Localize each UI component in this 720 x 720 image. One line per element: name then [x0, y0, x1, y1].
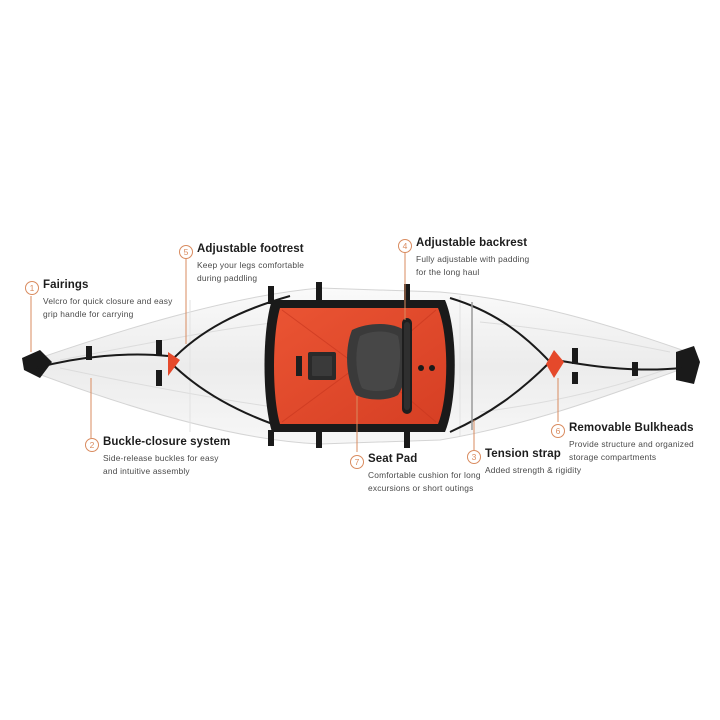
callout-description: Side-release buckles for easy and intuit… [103, 452, 219, 477]
bulkhead-front [168, 352, 180, 376]
description-line: Velcro for quick closure and easy [43, 296, 173, 306]
callout-description: Added strength & rigidity [485, 464, 581, 477]
callout-number: 2 [85, 438, 99, 452]
callout-number: 4 [398, 239, 412, 253]
callout-description: Comfortable cushion for long excursions … [368, 469, 481, 494]
buckle-rear-2 [632, 362, 638, 376]
stern-cap [676, 346, 700, 384]
callout-number: 7 [350, 455, 364, 469]
description-line: excursions or short outings [368, 482, 474, 493]
callout-title: Adjustable footrest [197, 243, 304, 255]
buckle-front-2 [156, 340, 162, 356]
buckle-rear-1 [572, 348, 578, 364]
callout-number: 3 [467, 450, 481, 464]
description-line: Provide structure and organized [569, 439, 694, 449]
description-line: during paddling [197, 272, 258, 283]
callout-description: Provide structure and organized storage … [569, 438, 694, 463]
callout-description: Velcro for quick closure and easy grip h… [43, 295, 173, 320]
leader-lines [30, 250, 559, 452]
description-line: Comfortable cushion for long [368, 470, 481, 480]
callout-number: 1 [25, 281, 39, 295]
callout-description: Fully adjustable with padding for the lo… [416, 253, 529, 278]
callout-title: Seat Pad [368, 453, 418, 465]
description-line: and intuitive assembly [103, 465, 190, 476]
callout-description: Keep your legs comfortable during paddli… [197, 259, 304, 284]
callout-title: Fairings [43, 279, 89, 291]
bow-cap [22, 350, 52, 378]
bulkhead-rear [546, 350, 564, 378]
callout-title: Adjustable backrest [416, 237, 528, 249]
description-line: grip handle for carrying [43, 308, 134, 319]
callout-title: Removable Bulkheads [569, 422, 694, 434]
description-line: Side-release buckles for easy [103, 453, 219, 463]
callout-number: 5 [179, 245, 193, 259]
description-line: Fully adjustable with padding [416, 254, 530, 264]
description-line: Added strength & rigidity [485, 465, 582, 475]
buckle-front-1 [86, 346, 92, 360]
callout-number: 6 [551, 424, 565, 438]
callout-title: Tension strap [485, 448, 561, 460]
description-line: for the long haul [416, 266, 480, 277]
callout-title: Buckle-closure system [103, 436, 231, 448]
description-line: storage compartments [569, 451, 657, 462]
description-line: Keep your legs comfortable [197, 260, 305, 270]
